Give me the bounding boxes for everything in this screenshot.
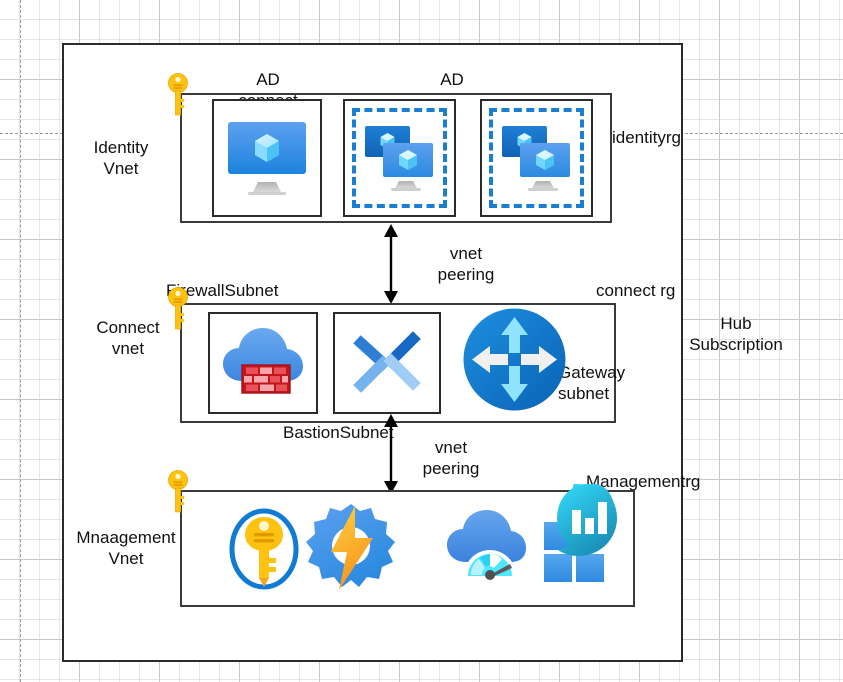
firewall-subnet-label: FirewallSubnet <box>166 281 279 300</box>
azure-vpn-gateway-icon[interactable] <box>462 307 567 412</box>
vm-tile-ad-scaleset-1[interactable] <box>343 99 456 217</box>
azure-virtual-machine-icon <box>226 120 308 196</box>
connect-vnet-label: Connect vnet <box>96 318 160 358</box>
azure-vm-scale-set-icon-2 <box>498 123 576 193</box>
bastion-tile[interactable] <box>333 312 441 414</box>
connect-rg-label: connect rg <box>596 281 676 300</box>
managementrg-label: Managementrg <box>586 472 701 491</box>
bastion-subnet-label: BastionSubnet <box>283 423 394 442</box>
vm-tile-ad-scaleset-2[interactable] <box>480 99 593 217</box>
azure-firewall-icon <box>220 326 306 400</box>
hub-subscription-label: Hub Subscription <box>689 314 783 354</box>
azure-key-vault-icon[interactable] <box>228 508 300 590</box>
double-headed-arrow-icon-bottom <box>380 413 402 495</box>
azure-automation-icon[interactable] <box>303 500 399 594</box>
identity-vnet-label: Identity Vnet <box>93 138 149 178</box>
availability-set-dashed-border-2 <box>489 108 584 208</box>
azure-bastion-icon <box>349 327 425 399</box>
vnet-peering-label-top: vnet peering <box>437 244 495 284</box>
azure-monitor-icon[interactable] <box>444 508 530 584</box>
gateway-subnet-label: Gateway subnet <box>558 363 626 403</box>
management-vnet-label: Mnaagement Vnet <box>76 528 176 568</box>
azure-vm-scale-set-icon <box>361 123 439 193</box>
key-icon-identity <box>168 73 188 117</box>
double-headed-arrow-icon-top <box>380 223 402 305</box>
firewall-tile[interactable] <box>208 312 318 414</box>
vnet-peering-label-bottom: vnet peering <box>422 438 480 478</box>
key-icon-management <box>168 470 188 514</box>
key-icon-connect <box>168 287 188 331</box>
azure-log-analytics-icon[interactable] <box>528 480 620 590</box>
ad-label: AD <box>440 70 464 89</box>
availability-set-dashed-border <box>352 108 447 208</box>
guide-line-vertical <box>20 0 21 682</box>
identityrg-label: identityrg <box>612 128 681 147</box>
vm-tile-ad-connect[interactable] <box>212 99 322 217</box>
